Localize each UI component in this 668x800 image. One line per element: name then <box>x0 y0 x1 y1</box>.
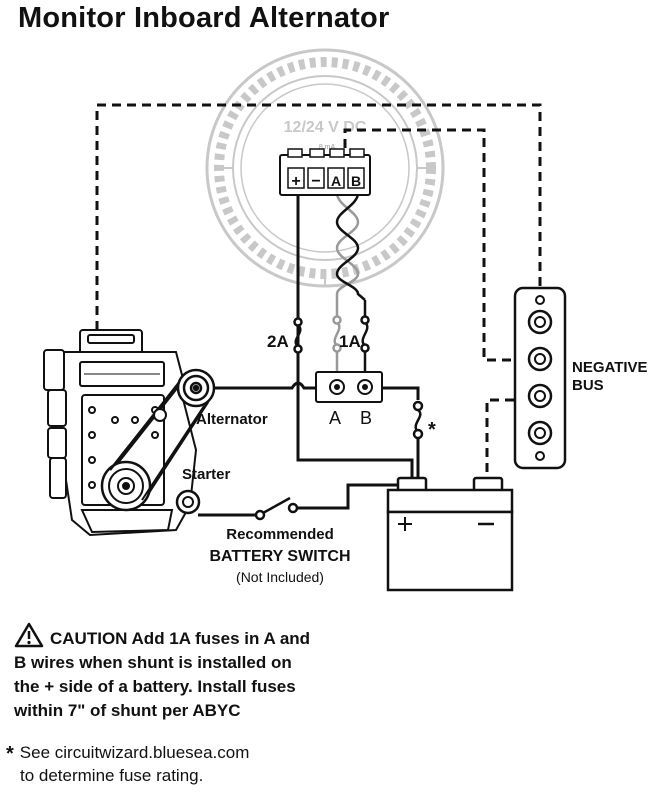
terminal-minus: − <box>311 173 320 190</box>
note-line2: to determine fuse rating. <box>20 766 204 785</box>
terminal-b: B <box>351 173 361 189</box>
caution-line2: B wires when shunt is installed on <box>14 653 292 672</box>
negative-bus-label-line1: NEGATIVE <box>572 359 648 376</box>
terminal-plus: + <box>291 173 300 190</box>
terminal-block <box>279 148 371 196</box>
battery-switch-label-line1: Recommended <box>226 526 334 543</box>
shunt <box>315 371 383 403</box>
caution-notice: CAUTION Add 1A fuses in A and B wires wh… <box>14 622 414 723</box>
meter-face <box>205 48 445 288</box>
fuse-asterisk-label: * <box>428 419 436 441</box>
fuse-2a-symbol <box>293 317 303 354</box>
fuse-2a-label: 2A <box>267 332 289 351</box>
engine-illustration <box>43 329 210 537</box>
alternator-pulley-icon <box>176 368 216 408</box>
battery-switch <box>254 496 299 521</box>
caution-line4: within 7" of shunt per ABYC <box>14 701 241 720</box>
meter-voltage-label: 12/24 V DC <box>284 119 367 136</box>
dashed-wires <box>95 103 542 472</box>
warning-triangle-icon <box>14 622 44 648</box>
starter-label: Starter <box>182 466 231 483</box>
note-asterisk: * <box>6 743 14 765</box>
caution-line3: the + side of a battery. Install fuses <box>14 677 296 696</box>
battery-switch-label-line3: (Not Included) <box>236 569 324 585</box>
fuse-1a-label: 1A <box>339 332 361 351</box>
negative-bus <box>513 286 567 470</box>
fuse-rating-note: * See circuitwizard.bluesea.com to determ… <box>6 742 249 787</box>
negative-bus-label-line2: BUS <box>572 377 604 394</box>
alternator-label: Alternator <box>196 411 268 428</box>
page-title: Monitor Inboard Alternator <box>18 2 390 34</box>
fuse-asterisk-symbol <box>412 400 424 440</box>
caution-line1: CAUTION Add 1A fuses in A and <box>50 629 311 648</box>
twisted-pair <box>332 192 370 375</box>
meter-small-label: 8 mA <box>319 144 336 151</box>
shunt-b-label: B <box>360 408 372 428</box>
terminal-a: A <box>331 173 341 189</box>
battery-switch-label-line2: BATTERY SWITCH <box>209 548 350 565</box>
shunt-a-label: A <box>329 408 341 428</box>
battery <box>386 476 514 592</box>
note-line1: See circuitwizard.bluesea.com <box>19 743 250 762</box>
